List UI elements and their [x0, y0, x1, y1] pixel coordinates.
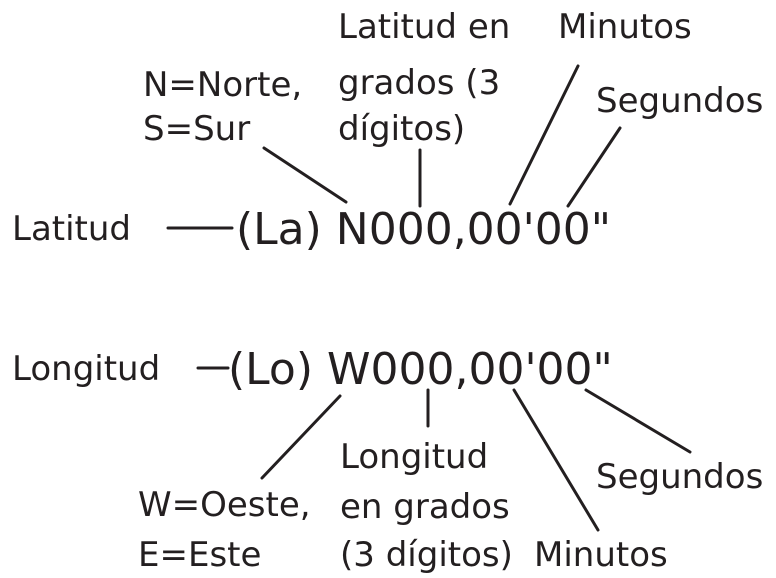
latitude-seconds-note: Segundos: [596, 81, 763, 121]
longitude-seconds-note: Segundos: [596, 457, 763, 497]
longitude-degrees-note: Longitud en grados (3 dígitos): [340, 437, 513, 575]
longitude-hemisphere-line-2: E=Este: [138, 535, 261, 575]
longitude-label: Longitud: [12, 349, 160, 389]
latitude-degrees-line-1: Latitud en: [338, 7, 510, 47]
latitude-seconds-connector: [566, 126, 622, 208]
longitude-code: (Lo) W000,00'00": [228, 344, 613, 395]
longitude-degrees-line-1: Longitud: [340, 437, 488, 477]
longitude-seconds-connector: [584, 388, 692, 454]
longitude-minutes-note: Minutos: [534, 535, 668, 575]
latitude-degrees-note: Latitud en grados (3 dígitos): [338, 7, 510, 149]
latitude-hemisphere-note: N=Norte, S=Sur: [143, 65, 302, 149]
longitude-hemisphere-note: W=Oeste, E=Este: [138, 485, 311, 575]
longitude-minutes-connector: [512, 388, 600, 532]
longitude-hemisphere-connector: [260, 394, 342, 480]
latitude-code: (La) N000,00'00": [236, 204, 611, 255]
latitude-degrees-line-2: grados (3: [338, 63, 500, 103]
latitude-hemisphere-connector: [262, 146, 348, 204]
longitude-hemisphere-line-1: W=Oeste,: [138, 485, 311, 525]
latitude-minutes-connector: [508, 64, 580, 206]
latitude-minutes-note: Minutos: [558, 7, 692, 47]
longitude-degrees-line-2: en grados: [340, 487, 510, 527]
longitude-degrees-line-3: (3 dígitos): [340, 535, 513, 575]
latitude-degrees-line-3: dígitos): [338, 109, 465, 149]
latitude-hemisphere-line-2: S=Sur: [143, 109, 250, 149]
latitude-label: Latitud: [12, 209, 131, 249]
latitude-hemisphere-line-1: N=Norte,: [143, 65, 302, 105]
